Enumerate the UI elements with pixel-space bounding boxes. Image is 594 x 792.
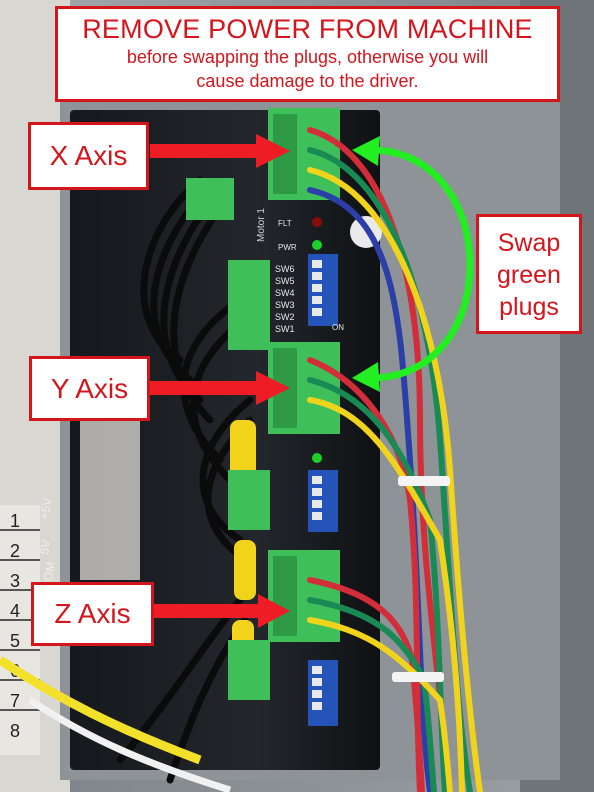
terminal-number-2: 2 <box>10 541 20 561</box>
white-cable-bottom-left <box>28 697 232 792</box>
motor-wires <box>307 127 483 792</box>
left-terminal-strip: 1 2 3 4 5 6 7 8 <box>0 505 40 755</box>
warning-line-2: cause damage to the driver. <box>196 71 419 91</box>
dip-switch-block-2 <box>308 470 338 532</box>
green-plug-z <box>268 550 340 642</box>
x-axis-label: X Axis <box>28 122 149 190</box>
yellow-cable-bottom-left <box>0 656 202 765</box>
warning-callout: REMOVE POWER FROM MACHINE before swappin… <box>55 6 560 102</box>
y-axis-label: Y Axis <box>29 356 150 421</box>
dip-switch-block-1 <box>308 254 338 326</box>
swap-line-2: green <box>497 261 561 289</box>
sw6-label: SW6 <box>275 264 295 274</box>
terminal-number-5: 5 <box>10 631 20 651</box>
terminal-number-1: 1 <box>10 511 20 531</box>
fault-led <box>312 217 322 227</box>
swap-plugs-label: Swap green plugs <box>476 214 582 334</box>
warning-headline: REMOVE POWER FROM MACHINE <box>82 14 533 44</box>
sw2-label: SW2 <box>275 312 295 322</box>
terminal-number-7: 7 <box>10 691 20 711</box>
terminal-number-4: 4 <box>10 601 20 621</box>
power-led <box>312 240 322 250</box>
z-axis-label: Z Axis <box>31 582 154 646</box>
y-axis-arrow <box>150 371 290 405</box>
dip-switch-block-3 <box>308 660 338 726</box>
on-label: ON <box>332 323 344 332</box>
sw4-label: SW4 <box>275 288 295 298</box>
x-axis-arrow <box>150 134 290 168</box>
zip-ties <box>392 476 450 682</box>
green-plug-aux-top <box>186 178 234 220</box>
sw1-label: SW1 <box>275 324 295 334</box>
swap-line-3: plugs <box>499 293 559 321</box>
pin-label-5v: 5V <box>37 539 53 556</box>
green-plug-stack-left <box>228 260 270 700</box>
terminal-number-8: 8 <box>10 721 20 741</box>
swap-double-arrow <box>352 136 474 392</box>
sw3-label: SW3 <box>275 300 295 310</box>
warning-line-1: before swapping the plugs, otherwise you… <box>126 47 489 67</box>
pwr-label: PWR <box>278 243 297 252</box>
swap-line-1: Swap <box>497 229 561 257</box>
power-led-2 <box>312 453 322 463</box>
flt-label: FLT <box>278 219 292 228</box>
z-axis-arrow <box>154 594 290 628</box>
sw5-label: SW5 <box>275 276 295 286</box>
terminal-number-3: 3 <box>10 571 20 591</box>
motor1-label: Motor 1 <box>256 208 267 242</box>
driver-side-label <box>80 420 140 580</box>
switch-labels-top: SW6 SW5 SW4 SW3 SW2 SW1 <box>275 264 295 334</box>
pin-label-5v-plus: +5V <box>37 497 55 521</box>
